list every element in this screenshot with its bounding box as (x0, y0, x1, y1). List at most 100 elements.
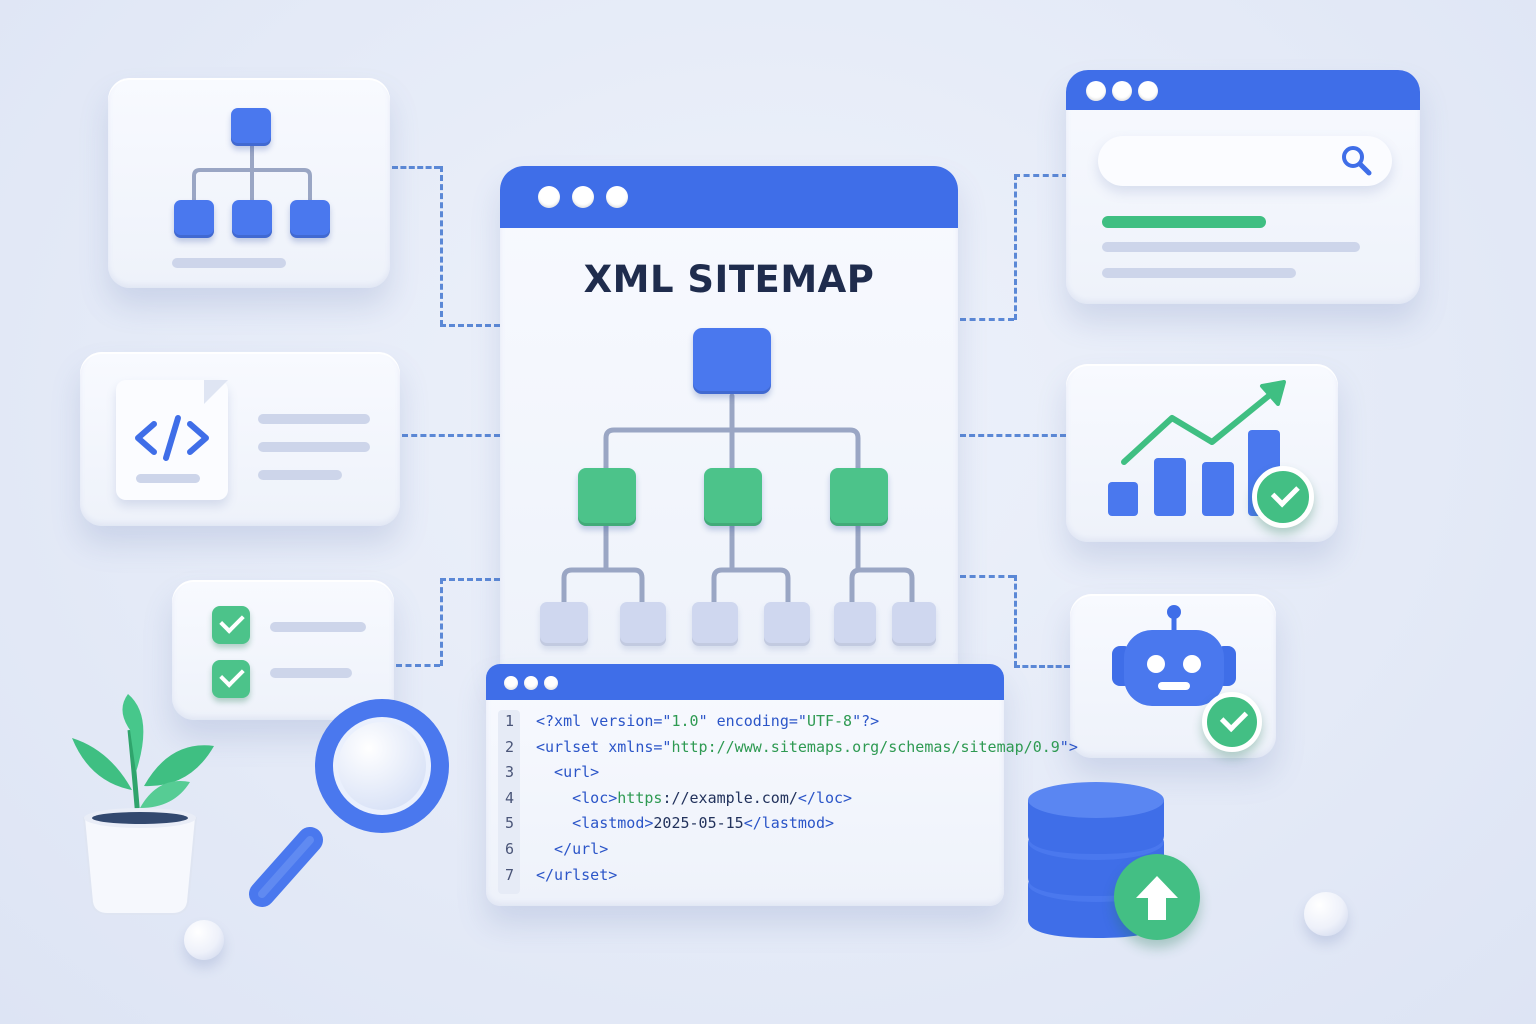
line-number: 5 (504, 814, 514, 833)
code-line: 3 <url> (486, 763, 599, 789)
code-token: https (617, 788, 663, 807)
line-number: 7 (504, 865, 514, 884)
window-title-bar (486, 664, 1004, 700)
placeholder-line (270, 668, 352, 678)
potted-plant-icon (50, 690, 230, 920)
code-token: " encoding=" (698, 712, 807, 730)
placeholder-line (270, 622, 366, 632)
connector-line (1014, 665, 1070, 668)
crawler-card (1070, 594, 1276, 758)
code-token: <?xml version=" (536, 712, 672, 730)
connector-line (440, 324, 500, 327)
sitemap-section-node (704, 468, 762, 526)
placeholder-line (1102, 242, 1360, 252)
sitemap-page-node (834, 602, 876, 646)
window-dot (572, 186, 594, 208)
checkbox-checked (212, 606, 250, 644)
connector-line (440, 578, 443, 666)
window-dot (504, 676, 518, 690)
hierarchy-card (108, 78, 390, 288)
search-window-card (1066, 70, 1420, 304)
sitemap-page-node (764, 602, 810, 646)
checkbox-checked (212, 660, 250, 698)
upload-arrow-icon (1114, 854, 1200, 940)
window-dot (538, 186, 560, 208)
crawler-robot-icon (1112, 605, 1236, 706)
sitemap-root-node (693, 328, 771, 394)
connector-line (440, 166, 443, 326)
code-token: ://example.com/ (662, 788, 798, 807)
sitemap-page-node (540, 602, 588, 646)
sitemap-page-node (692, 602, 738, 646)
result-highlight-line (1102, 216, 1266, 228)
connector-line (440, 578, 500, 581)
code-line: 2 <urlset xmlns="http://www.sitemaps.org/… (486, 738, 1078, 764)
hierarchy-child-node (232, 200, 272, 238)
sitemap-page-node (620, 602, 666, 646)
code-token: 2025-05-15 (653, 814, 744, 833)
placeholder-line (1102, 268, 1296, 278)
verified-check-icon (1202, 692, 1262, 752)
decorative-sphere (1304, 892, 1348, 936)
code-token: </urlset> (536, 865, 618, 884)
code-line: 7 </urlset> (486, 866, 617, 892)
connector-line (392, 166, 440, 169)
code-token: "?> (852, 712, 880, 730)
code-token: <urlset xmlns=" (536, 737, 672, 756)
database-upload-icon (1024, 780, 1214, 950)
hierarchy-child-node (174, 200, 214, 238)
code-token: </loc> (797, 788, 853, 807)
growth-chart-card (1066, 364, 1338, 542)
line-number: 6 (504, 840, 514, 858)
code-token: http://www.sitemaps.org/schemas/sitemap/… (671, 737, 1060, 756)
checklist-card (172, 580, 394, 720)
line-number: 1 (504, 712, 514, 730)
code-token: <lastmod> (536, 814, 654, 833)
connector-line (396, 664, 440, 667)
connector-line (1014, 575, 1017, 667)
page-title: XML SITEMAP (583, 258, 875, 301)
connector-line (960, 318, 1014, 321)
placeholder-line (172, 258, 286, 268)
decorative-sphere (184, 920, 224, 960)
hierarchy-child-node (290, 200, 330, 238)
placeholder-line (258, 442, 370, 452)
line-number: 3 (504, 763, 514, 782)
code-line: 6 </url> (486, 840, 608, 866)
code-editor[interactable]: 1 <?xml version="1.0" encoding="UTF-8"?> 2… (486, 712, 1078, 896)
code-file-card (80, 352, 400, 526)
hierarchy-root-node (231, 108, 271, 146)
connector-line (1014, 174, 1068, 177)
code-line: 1 <?xml version="1.0" encoding="UTF-8"?> (486, 712, 879, 738)
code-token: <loc> (536, 788, 618, 807)
code-token: "> (1059, 737, 1078, 756)
code-token: </url> (536, 840, 609, 858)
code-token: 1.0 (671, 712, 699, 730)
sitemap-section-node (578, 468, 636, 526)
placeholder-line (258, 470, 342, 480)
sitemap-section-node (830, 468, 888, 526)
search-icon (1342, 146, 1372, 176)
line-number: 4 (504, 788, 514, 807)
code-token: UTF-8 (806, 712, 853, 730)
line-number: 2 (504, 737, 514, 756)
window-dot (1086, 81, 1106, 101)
code-window: 1 <?xml version="1.0" encoding="UTF-8"?> 2… (486, 664, 1078, 906)
window-dot (1138, 81, 1158, 101)
connector-line (1014, 174, 1017, 320)
connector-line (960, 575, 1014, 578)
line-number-gutter (498, 710, 520, 894)
window-dot (524, 676, 538, 690)
placeholder-line (258, 414, 370, 424)
sitemap-window: XML SITEMAP (500, 166, 958, 686)
verified-check-icon (1252, 466, 1314, 528)
search-input[interactable] (1098, 136, 1392, 186)
code-file-icon (116, 380, 228, 500)
connector-line (402, 434, 500, 437)
connector-line (960, 434, 1066, 437)
sitemap-tree-connectors (561, 393, 915, 605)
code-line: 4 <loc>https://example.com/</loc> (486, 789, 852, 815)
magnifying-glass-icon (240, 690, 470, 920)
sitemap-page-node (892, 602, 936, 646)
window-dot (1112, 81, 1132, 101)
